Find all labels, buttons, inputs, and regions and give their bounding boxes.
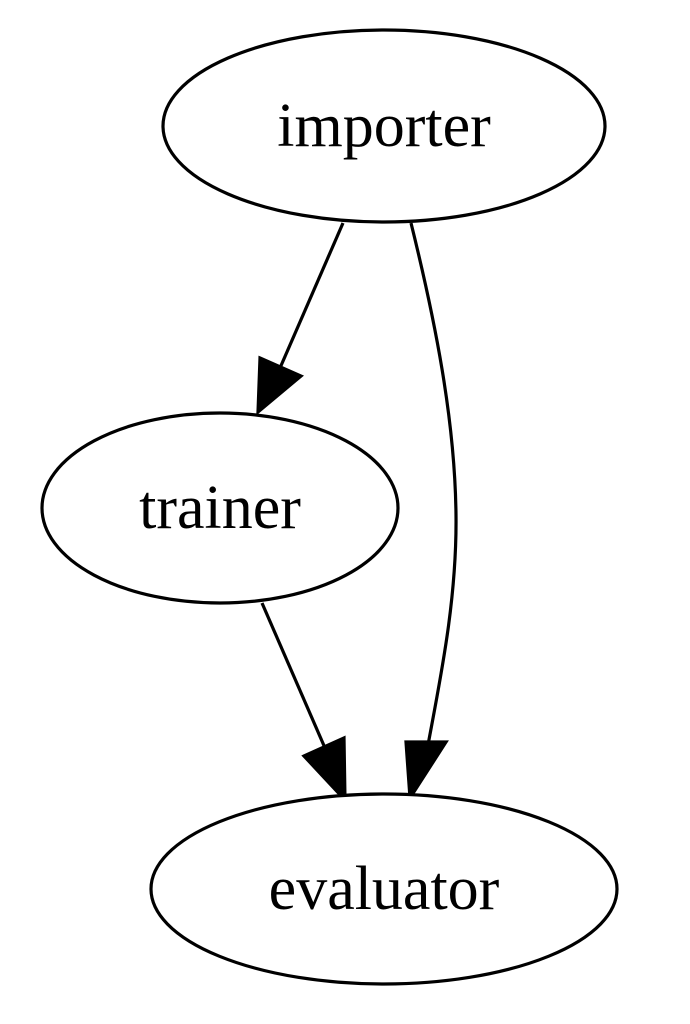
- node-trainer-ellipse: [40, 411, 400, 605]
- edge-trainer-to-evaluator-arrowhead: [301, 735, 347, 805]
- node-trainer[interactable]: trainer: [40, 411, 400, 605]
- node-evaluator-label: evaluator: [269, 855, 500, 923]
- node-evaluator-ellipse: [149, 792, 619, 986]
- node-importer-label: importer: [277, 92, 491, 160]
- edge-importer-to-evaluator-line: [409, 222, 458, 746]
- edge-importer-to-trainer: [256, 222, 345, 416]
- edge-trainer-to-evaluator: [260, 602, 347, 805]
- edge-importer-to-evaluator-arrowhead: [404, 740, 449, 803]
- edge-trainer-to-evaluator-line: [260, 602, 327, 749]
- edge-importer-to-evaluator: [404, 222, 458, 803]
- node-evaluator[interactable]: evaluator: [149, 792, 619, 986]
- node-importer[interactable]: importer: [161, 28, 607, 224]
- edge-importer-to-trainer-arrowhead: [256, 355, 305, 416]
- edge-importer-to-trainer-line: [278, 222, 345, 369]
- node-trainer-label: trainer: [139, 474, 301, 542]
- node-importer-ellipse: [161, 28, 607, 224]
